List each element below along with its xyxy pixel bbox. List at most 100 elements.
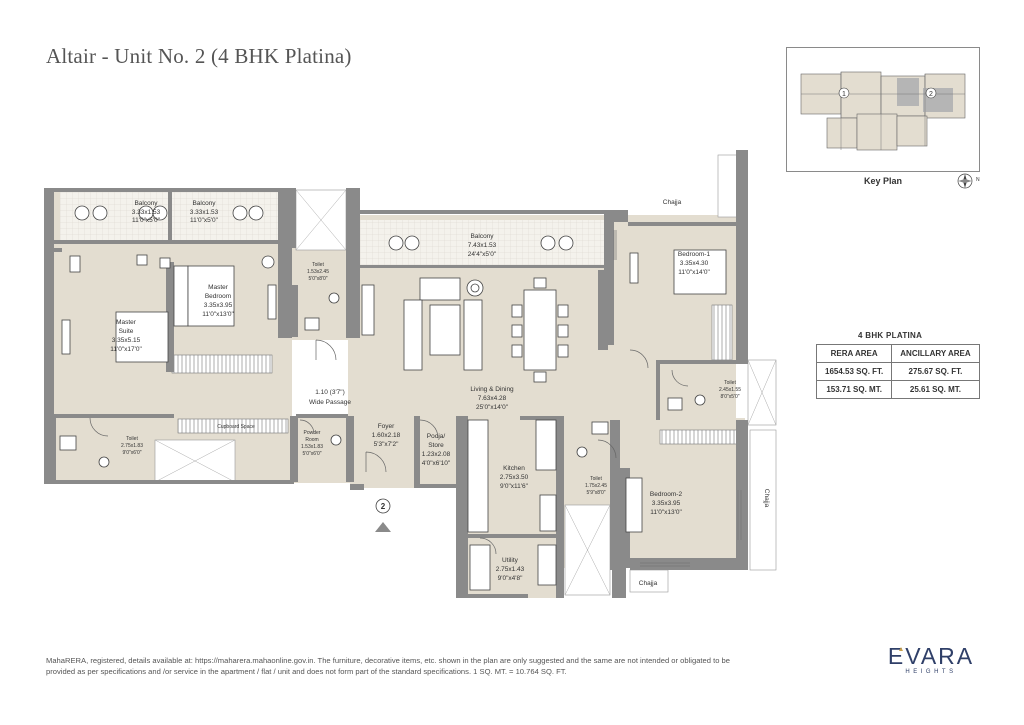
- svg-text:2.75x1.83: 2.75x1.83: [121, 443, 143, 449]
- svg-text:Living & Dining: Living & Dining: [470, 386, 514, 393]
- brand-logo: EVARA HEIGHTS: [888, 642, 974, 676]
- svg-text:11'0"x5'0": 11'0"x5'0": [190, 217, 219, 224]
- svg-text:3.35x3.95: 3.35x3.95: [204, 302, 233, 309]
- evara-logo-mark: EVARA HEIGHTS: [888, 643, 974, 675]
- svg-text:Toilet: Toilet: [590, 476, 602, 482]
- furniture: [59, 205, 727, 591]
- label-toilet-b1: Toilet 2.45x1.55 8'0"x5'0": [719, 380, 741, 400]
- svg-text:2.75x1.43: 2.75x1.43: [496, 566, 525, 573]
- svg-text:11'0"x14'0": 11'0"x14'0": [678, 269, 710, 276]
- label-toilet-b2: Toilet 1.75x2.45 5'9"x8'0": [585, 476, 607, 496]
- area-rera-sqmt: 153.71 SQ. MT.: [815, 380, 893, 399]
- label-pooja: Pooja/ Store 1.23x2.08 4'0"x6'10": [422, 433, 451, 467]
- label-bedroom-2: Bedroom-2 3.35x3.95 11'0"x13'0": [650, 491, 683, 516]
- key-plan-marker-1: 1: [842, 91, 846, 98]
- svg-text:1.75x2.45: 1.75x2.45: [585, 483, 607, 489]
- window-lines: [613, 230, 742, 567]
- logo-accent-icon: [899, 647, 903, 651]
- logo-main-text: EVARA: [888, 643, 974, 669]
- page-title: Altair - Unit No. 2 (4 BHK Platina): [46, 44, 352, 68]
- label-powder: Powder Room 1.53x1.83 5'0"x6'0": [301, 430, 323, 457]
- svg-text:5'3"x7'2": 5'3"x7'2": [374, 441, 399, 448]
- label-chajja-bottom: Chajja: [639, 580, 658, 587]
- svg-text:Toilet: Toilet: [126, 436, 138, 442]
- area-table-title: 4 BHK PLATINA: [858, 331, 923, 340]
- compass-icon: N: [957, 173, 980, 189]
- area-header-ancillary: ANCILLARY AREA: [891, 344, 980, 363]
- svg-text:9'0"x6'0": 9'0"x6'0": [122, 450, 141, 456]
- label-kitchen: Kitchen 2.75x3.50 9'0"x11'6": [500, 465, 529, 490]
- svg-text:3.35x5.15: 3.35x5.15: [112, 337, 141, 344]
- svg-text:24'4"x5'0": 24'4"x5'0": [468, 251, 497, 258]
- svg-text:Wide Passage: Wide Passage: [309, 399, 351, 406]
- svg-text:2.45x1.55: 2.45x1.55: [719, 387, 741, 393]
- svg-text:11'0"x13'0": 11'0"x13'0": [650, 509, 682, 516]
- entry-arrow-icon: [375, 522, 391, 532]
- label-balcony-2: Balcony 3.33x1.53 11'0"x5'0": [190, 200, 219, 224]
- label-passage: 1.10 (3'7") Wide Passage: [309, 389, 351, 406]
- svg-text:11'0"x13'0": 11'0"x13'0": [202, 311, 234, 318]
- svg-text:1.53x2.45: 1.53x2.45: [307, 269, 329, 275]
- svg-text:Kitchen: Kitchen: [503, 465, 525, 472]
- walls: [44, 150, 748, 598]
- svg-text:7.63x4.28: 7.63x4.28: [478, 395, 507, 402]
- svg-text:Balcony: Balcony: [192, 200, 216, 207]
- svg-text:11'0"x5'0": 11'0"x5'0": [132, 217, 161, 224]
- label-master-suite: Master Suite 3.35x5.15 11'0"x17'0": [110, 319, 142, 353]
- label-master-bedroom: Master Bedroom 3.35x3.95 11'0"x13'0": [202, 284, 234, 318]
- svg-text:Bedroom-1: Bedroom-1: [678, 251, 711, 258]
- svg-text:5'0"x6'0": 5'0"x6'0": [302, 451, 321, 457]
- label-toilet-suite: Toilet 2.75x1.83 9'0"x6'0": [121, 436, 143, 456]
- room-labels: Balcony 3.33x1.53 11'0"x5'0" Balcony 3.3…: [110, 199, 770, 587]
- area-ancillary-sqft: 275.67 SQ. FT.: [891, 362, 980, 381]
- svg-text:11'0"x17'0": 11'0"x17'0": [110, 346, 142, 353]
- svg-text:Bedroom: Bedroom: [205, 293, 231, 300]
- label-utility: Utility 2.75x1.43 9'0"x4'8": [496, 557, 525, 582]
- svg-text:Foyer: Foyer: [378, 423, 395, 430]
- svg-text:1.60x2.18: 1.60x2.18: [372, 432, 401, 439]
- door-swings: [89, 299, 689, 555]
- svg-text:5'9"x8'0": 5'9"x8'0": [586, 490, 605, 496]
- svg-text:9'0"x4'8": 9'0"x4'8": [498, 575, 523, 582]
- svg-text:Powder: Powder: [304, 430, 321, 436]
- key-plan-label: Key Plan: [864, 176, 903, 186]
- unit-entry-marker: [375, 498, 391, 514]
- svg-text:1.23x2.08: 1.23x2.08: [422, 451, 451, 458]
- svg-text:Utility: Utility: [502, 557, 519, 564]
- key-plan-marker-2: 2: [929, 91, 933, 98]
- svg-text:25'0"x14'0": 25'0"x14'0": [476, 404, 509, 411]
- disclaimer-footer: MahaRERA, registered, details available …: [46, 656, 730, 676]
- svg-text:Master: Master: [208, 284, 229, 291]
- svg-text:9'0"x11'6": 9'0"x11'6": [500, 483, 529, 490]
- svg-text:Store: Store: [428, 442, 444, 449]
- key-plan-drawing: 1 2: [800, 71, 966, 151]
- svg-text:Master: Master: [116, 319, 137, 326]
- svg-text:3.35x4.30: 3.35x4.30: [680, 260, 709, 267]
- svg-text:Room: Room: [305, 437, 318, 443]
- area-table: RERA AREA ANCILLARY AREA 1654.53 SQ. FT.…: [815, 344, 980, 399]
- label-bedroom-1: Bedroom-1 3.35x4.30 11'0"x14'0": [678, 251, 711, 276]
- svg-text:7.43x1.53: 7.43x1.53: [468, 242, 497, 249]
- svg-text:2.75x3.50: 2.75x3.50: [500, 474, 529, 481]
- svg-text:3.35x3.95: 3.35x3.95: [652, 500, 681, 507]
- key-plan-box: 1 2: [786, 47, 980, 172]
- svg-text:4'0"x6'10": 4'0"x6'10": [422, 460, 451, 467]
- svg-text:1.10 (3'7"): 1.10 (3'7"): [315, 389, 345, 396]
- svg-text:Bedroom-2: Bedroom-2: [650, 491, 683, 498]
- label-chajja-right: Chajja: [763, 489, 770, 508]
- svg-text:Toilet: Toilet: [724, 380, 736, 386]
- unit-marker-label: 2: [381, 502, 386, 511]
- area-ancillary-sqmt: 25.61 SQ. MT.: [891, 380, 980, 399]
- label-chajja-top: Chajja: [663, 199, 682, 206]
- svg-text:Toilet: Toilet: [312, 262, 324, 268]
- area-rera-sqft: 1654.53 SQ. FT.: [815, 362, 893, 381]
- svg-text:3.33x1.53: 3.33x1.53: [132, 209, 161, 216]
- compass-letter: N: [976, 177, 980, 183]
- svg-text:5'0"x8'0": 5'0"x8'0": [308, 276, 327, 282]
- svg-text:8'0"x5'0": 8'0"x5'0": [720, 394, 739, 400]
- logo-sub-text: HEIGHTS: [905, 669, 956, 675]
- svg-text:Balcony: Balcony: [134, 200, 158, 207]
- svg-text:Pooja/: Pooja/: [427, 433, 446, 440]
- label-foyer: Foyer 1.60x2.18 5'3"x7'2": [372, 423, 401, 448]
